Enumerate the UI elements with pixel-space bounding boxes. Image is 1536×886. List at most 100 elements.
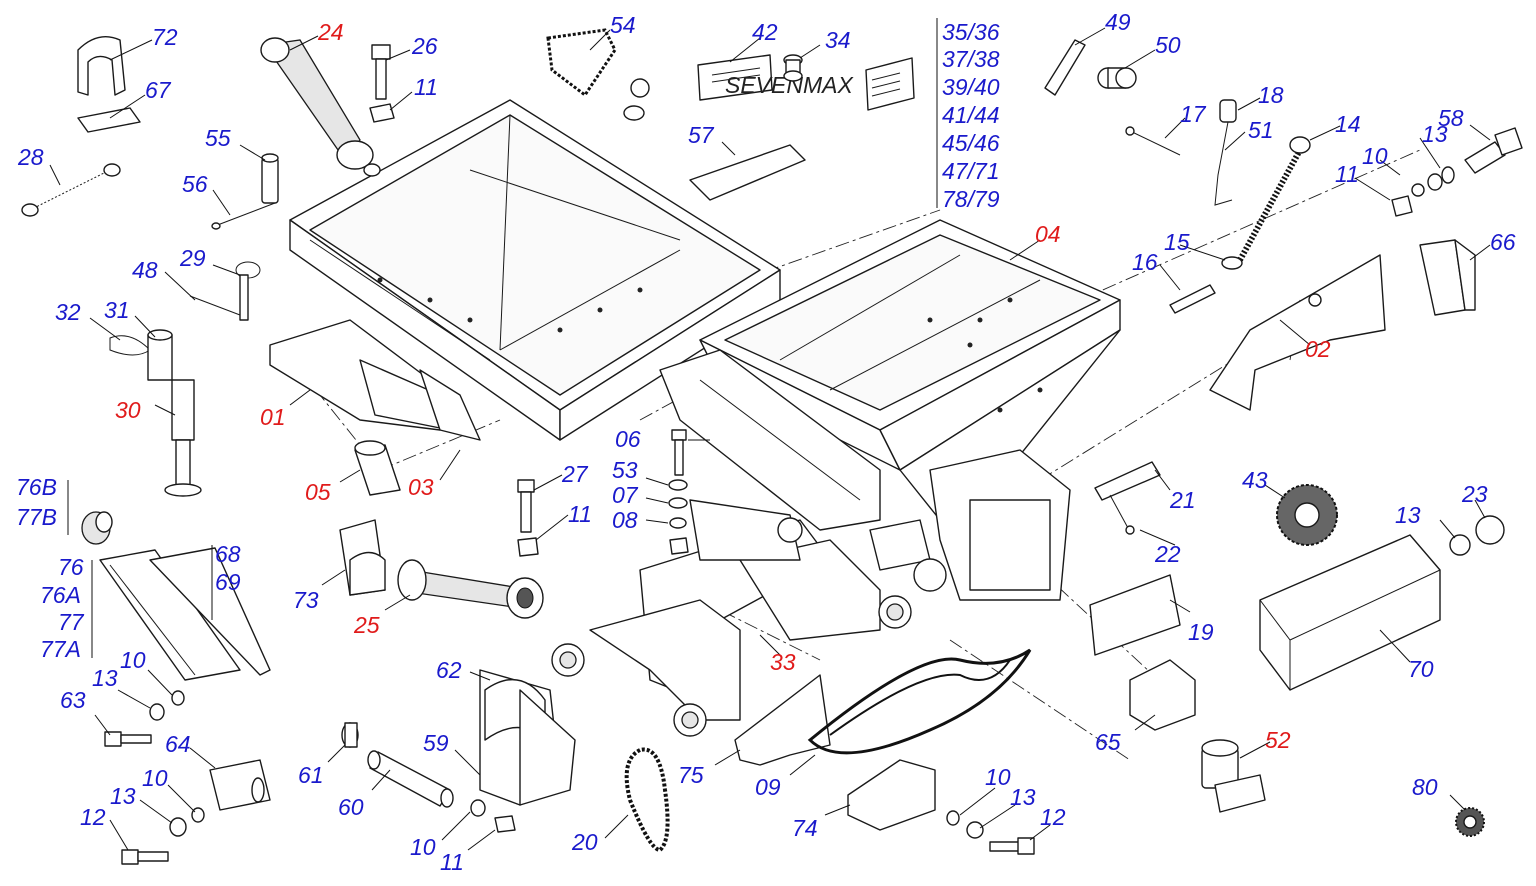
hopper-frame-left	[269, 99, 781, 441]
belt-09	[807, 648, 1032, 755]
callout-62: 62	[436, 657, 462, 683]
callout-12b: 12	[1040, 804, 1066, 830]
callout-12a: 12	[80, 804, 106, 830]
callout-49: 49	[1105, 9, 1131, 35]
callout-72: 72	[152, 24, 178, 50]
washer-13-bottom-left	[169, 817, 187, 837]
callout-75: 75	[678, 762, 704, 788]
callout-58: 58	[1438, 105, 1464, 131]
nut-11-top-right	[1391, 195, 1413, 217]
cover-70	[1259, 534, 1441, 691]
callout-50: 50	[1155, 32, 1181, 58]
callout-labels: 72 67 28 24 26 11 55 56 29 48 32 31 30 0…	[16, 9, 1516, 875]
callout-14: 14	[1335, 111, 1361, 137]
callout-43: 43	[1242, 467, 1268, 493]
plate-49	[1044, 39, 1086, 96]
cover-bracket-72	[77, 36, 126, 96]
callout-10d: 10	[410, 834, 436, 860]
callout-18: 18	[1258, 82, 1284, 108]
bolt-12-right	[989, 837, 1035, 855]
callout-01: 01	[260, 404, 286, 430]
roller-50	[1097, 67, 1137, 89]
decal-item: 37/38	[942, 46, 1000, 72]
decal-item: 39/40	[942, 74, 1000, 100]
callout-26: 26	[411, 33, 438, 59]
callout-66: 66	[1490, 229, 1516, 255]
callout-09: 09	[755, 774, 781, 800]
callout-07: 07	[612, 482, 639, 508]
plate-42: SEVENMAX	[697, 54, 854, 101]
callout-33: 33	[770, 649, 796, 675]
callout-76: 76	[58, 554, 84, 580]
callout-54: 54	[610, 12, 636, 38]
sleeve-31	[147, 329, 173, 381]
roller-60	[367, 750, 454, 808]
callout-10c: 10	[142, 765, 168, 791]
callout-24: 24	[317, 19, 344, 45]
handle-18-51	[1214, 99, 1237, 206]
callout-13d: 13	[110, 783, 136, 809]
washer-13-left	[149, 703, 165, 721]
hub-52	[1201, 739, 1266, 813]
callout-11c: 11	[568, 501, 592, 527]
callout-29: 29	[179, 245, 206, 271]
spindle-14	[1237, 136, 1311, 262]
callout-05: 05	[305, 479, 331, 505]
callout-19: 19	[1188, 619, 1214, 645]
callout-06: 06	[615, 426, 641, 452]
plate-75	[734, 674, 831, 766]
cover-66	[1419, 239, 1476, 316]
bolt-12-left	[121, 849, 169, 865]
decal-item: 35/36	[942, 19, 1000, 45]
bracket-73	[339, 519, 386, 596]
callout-10b: 10	[120, 647, 146, 673]
drive-shaft-25	[397, 559, 544, 619]
cover-62-59	[479, 669, 576, 806]
callout-77: 77	[58, 609, 85, 635]
callout-32: 32	[55, 299, 81, 325]
callout-20: 20	[571, 829, 598, 855]
bushing-76B	[81, 511, 113, 545]
washers-13-10-top-right	[1411, 166, 1455, 197]
callout-68: 68	[215, 541, 241, 567]
bolt-58	[1464, 127, 1523, 174]
callout-61: 61	[298, 762, 324, 788]
callout-21: 21	[1169, 487, 1196, 513]
axle-chassis-33	[551, 499, 912, 737]
cap-23	[1475, 515, 1505, 545]
callout-16: 16	[1132, 249, 1158, 275]
callout-73: 73	[293, 587, 319, 613]
sprocket-43	[1276, 484, 1338, 546]
callout-76A: 76A	[40, 582, 81, 608]
callout-56: 56	[182, 171, 208, 197]
decal-number-list: 35/36 37/38 39/40 41/44 45/46 47/71 78/7…	[942, 19, 1000, 212]
pin-55	[261, 153, 279, 204]
callout-08: 08	[612, 507, 638, 533]
chain-20	[624, 747, 670, 853]
callout-13e: 13	[1010, 784, 1036, 810]
side-subframe	[659, 349, 1071, 601]
callout-60: 60	[338, 794, 364, 820]
callout-13b: 13	[1395, 502, 1421, 528]
bearing-61	[341, 722, 359, 748]
callout-51: 51	[1248, 117, 1274, 143]
washer-13-right	[1449, 534, 1471, 556]
washer-10-bottom	[470, 799, 486, 817]
callout-27: 27	[561, 461, 589, 487]
sprocket-80	[1455, 807, 1485, 837]
callout-55: 55	[205, 125, 231, 151]
decal-item: 47/71	[942, 158, 1000, 184]
callout-28: 28	[17, 144, 44, 170]
washer-10-left	[171, 690, 185, 706]
pin-21	[1094, 461, 1161, 501]
callout-59: 59	[423, 730, 449, 756]
callout-10a: 10	[1362, 143, 1388, 169]
callout-15: 15	[1164, 229, 1190, 255]
callout-53: 53	[612, 457, 638, 483]
callout-74: 74	[792, 815, 818, 841]
nut-11-mid	[517, 537, 539, 557]
pin-22	[1109, 494, 1135, 535]
pto-shaft-24	[260, 37, 381, 177]
callout-64: 64	[165, 731, 191, 757]
